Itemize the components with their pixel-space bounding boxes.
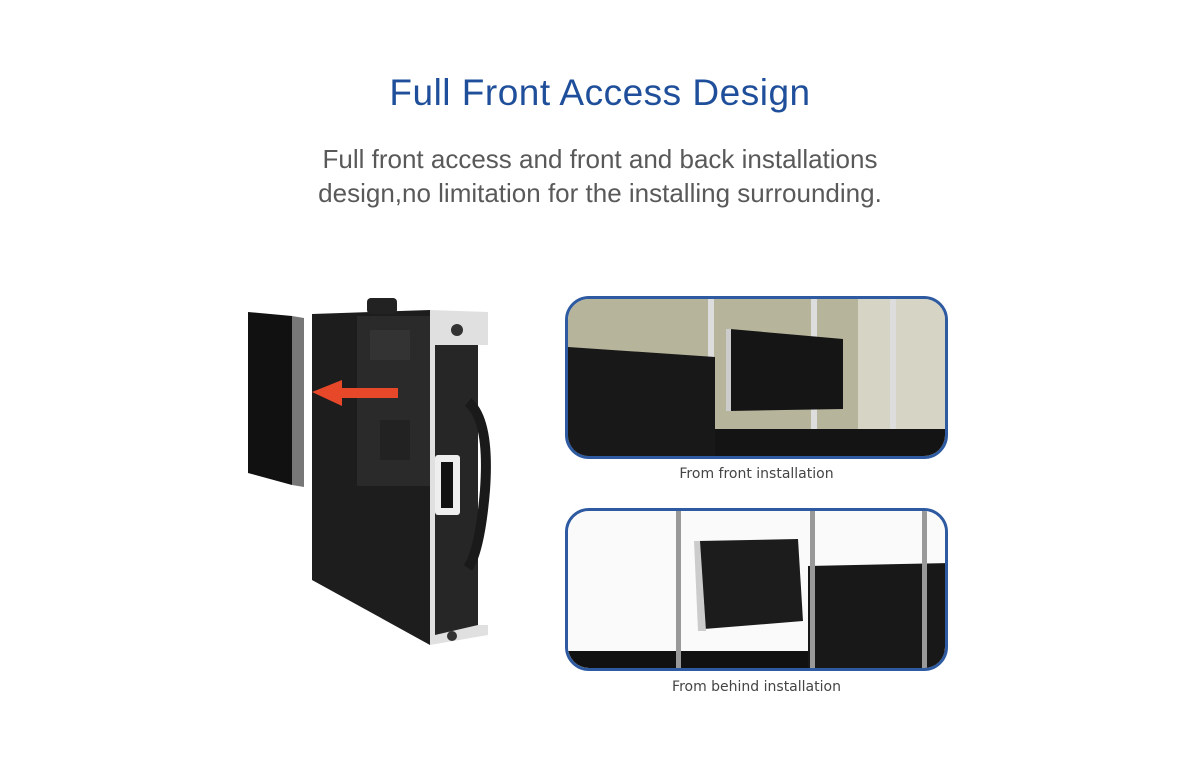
behind-installation-image: [565, 508, 948, 671]
page-title: Full Front Access Design: [389, 72, 811, 113]
subtitle-line-2: design,no limitation for the installing …: [318, 178, 882, 208]
detached-module: [248, 312, 292, 485]
led-cabinet-illustration: [248, 298, 491, 645]
front-installation-caption: From front installation: [679, 466, 834, 482]
front-installation-image: [565, 296, 948, 459]
handle: [463, 398, 491, 571]
behind-installation-caption: From behind installation: [672, 679, 841, 695]
remove-arrow-icon: [312, 380, 398, 406]
subtitle-line-1: Full front access and front and back ins…: [322, 144, 878, 174]
screw-icon: [447, 631, 457, 641]
screw-icon: [451, 324, 463, 336]
